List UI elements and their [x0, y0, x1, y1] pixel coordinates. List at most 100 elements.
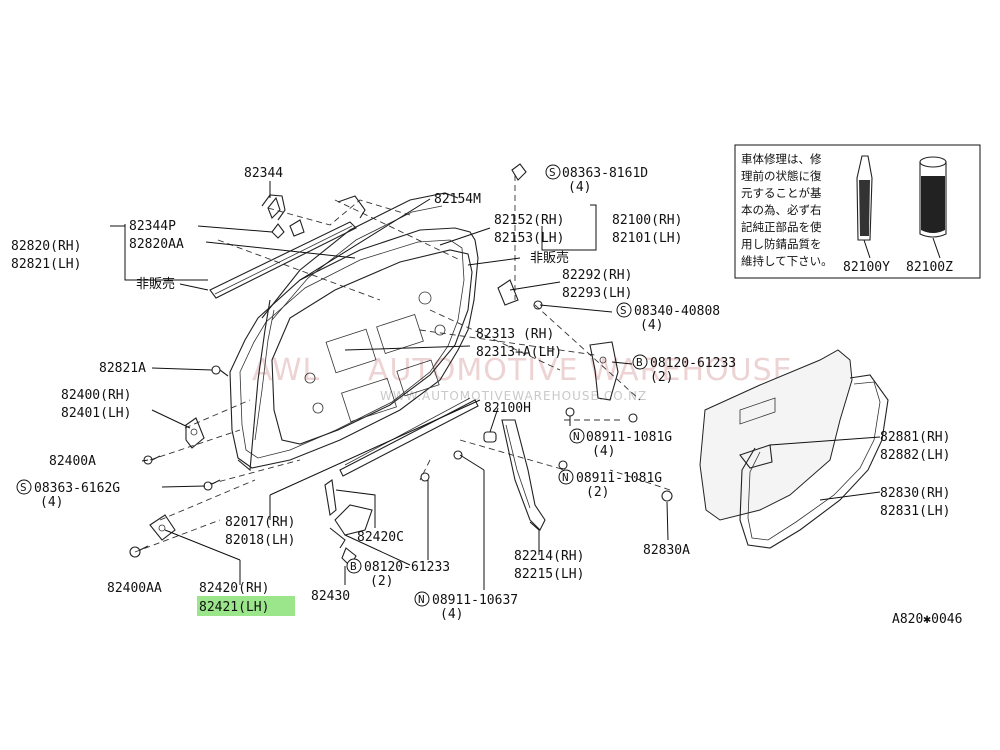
- label-82344[interactable]: 82344: [244, 166, 283, 181]
- label-82420C[interactable]: 82420C: [357, 530, 404, 545]
- qty-08120-61233-bot: (2): [370, 574, 393, 589]
- callout-letter-b: B: [636, 356, 643, 369]
- upper-moulding-parts: [209, 163, 543, 310]
- callout-letter-s: S: [20, 481, 27, 494]
- callout-08363-6162G[interactable]: S 08363-6162G (4): [16, 479, 120, 510]
- callout-circle-b: [346, 558, 362, 574]
- label-82293-lh[interactable]: 82293(LH): [562, 286, 632, 301]
- callout-letter-s: S: [620, 304, 627, 317]
- label-82100H[interactable]: 82100H: [484, 401, 531, 416]
- notice-box: 車体修理は、修 理前の状態に復 元することが基 本の為、必ず右 記純正部品を使 …: [734, 144, 981, 279]
- label-82313-rh[interactable]: 82313 (RH): [476, 327, 554, 342]
- notice-line-7: 維持して下さい。: [741, 254, 833, 268]
- bolt-08363-6162G: [203, 479, 221, 491]
- notice-line-6: 用し防錆品質を: [741, 237, 822, 251]
- qty-08911-1081G-a: (4): [592, 444, 615, 459]
- label-08120-61233-top[interactable]: 08120-61233: [650, 356, 736, 371]
- diagram-code: A820✱0046: [892, 612, 962, 627]
- callout-08363-8161D[interactable]: S 08363-8161D (4): [545, 164, 648, 195]
- product-82100Y: 82100Y: [843, 260, 890, 275]
- label-82018-lh[interactable]: 82018(LH): [225, 533, 295, 548]
- label-82344P[interactable]: 82344P: [129, 219, 176, 234]
- qty-08363-6162G: (4): [40, 495, 63, 510]
- callout-08911-10637[interactable]: N 08911-10637 (4): [414, 591, 518, 622]
- watermark-url: WWW.AUTOMOTIVEWAREHOUSE.CO.NZ: [380, 389, 647, 403]
- label-82420-rh[interactable]: 82420(RH): [199, 581, 269, 596]
- label-08911-1081G-b[interactable]: 08911-1081G: [576, 471, 662, 486]
- notice-line-4: 本の為、必ず右: [741, 203, 822, 217]
- label-08340-40808[interactable]: 08340-40808: [634, 304, 720, 319]
- bolt-82821A: [211, 365, 229, 377]
- label-08363-8161D[interactable]: 08363-8161D: [562, 166, 648, 181]
- label-82154M[interactable]: 82154M: [434, 192, 481, 207]
- callout-circle-s: [616, 302, 632, 318]
- label-08911-10637[interactable]: 08911-10637: [432, 593, 518, 608]
- callout-circle-n: [558, 469, 574, 485]
- label-82821A[interactable]: 82821A: [99, 361, 146, 376]
- label-82152-rh[interactable]: 82152(RH): [494, 213, 564, 228]
- label-82101-lh[interactable]: 82101(LH): [612, 231, 682, 246]
- callout-08911-1081G-b[interactable]: N 08911-1081G (2): [558, 469, 662, 500]
- qty-08340-40808: (4): [640, 318, 663, 333]
- label-82313A-lh[interactable]: 82313+A(LH): [476, 345, 562, 360]
- notice-line-2: 理前の状態に復: [741, 169, 822, 183]
- label-82153-lh[interactable]: 82153(LH): [494, 231, 564, 246]
- callout-circle-s: [545, 164, 561, 180]
- label-82214-rh[interactable]: 82214(RH): [514, 549, 584, 564]
- notice-line-5: 記純正部品を使: [741, 220, 822, 234]
- door-shell: [229, 192, 479, 477]
- callout-08120-61233-top[interactable]: B 08120-61233 (2): [632, 354, 736, 385]
- label-82421-lh[interactable]: 82421(LH): [199, 600, 269, 615]
- callout-letter-n: N: [573, 430, 580, 443]
- callout-08120-61233-bot[interactable]: B 08120-61233 (2): [346, 558, 450, 589]
- callout-08911-1081G-a[interactable]: N 08911-1081G (4): [569, 428, 672, 459]
- tube-icon: [856, 155, 873, 259]
- label-82400A[interactable]: 82400A: [49, 454, 96, 469]
- callout-circle-s: [16, 479, 32, 495]
- callout-letter-n: N: [562, 471, 569, 484]
- label-82830-rh[interactable]: 82830(RH): [880, 486, 950, 501]
- callout-letter-b: B: [350, 560, 357, 573]
- qty-08911-1081G-b: (2): [586, 485, 609, 500]
- callout-circle-b: [632, 354, 648, 370]
- notice-line-3: 元することが基: [741, 186, 822, 200]
- spray-can-icon: [919, 156, 947, 259]
- highlight-82421lh: [197, 596, 295, 616]
- label-82820-rh[interactable]: 82820(RH): [11, 239, 81, 254]
- part-labels[interactable]: 82344 82344P 82820(RH) 82820AA 82821(LH)…: [11, 164, 962, 627]
- callout-letter-s: S: [549, 166, 556, 179]
- label-82400-rh[interactable]: 82400(RH): [61, 388, 131, 403]
- qty-08120-61233-top: (2): [650, 370, 673, 385]
- label-82882-lh[interactable]: 82882(LH): [880, 448, 950, 463]
- label-82831-lh[interactable]: 82831(LH): [880, 504, 950, 519]
- label-82830A[interactable]: 82830A: [643, 543, 690, 558]
- qty-08911-10637: (4): [440, 607, 463, 622]
- callout-letter-n: N: [418, 593, 425, 606]
- label-82401-lh[interactable]: 82401(LH): [61, 406, 131, 421]
- label-not-sold-1: 非販売: [136, 276, 175, 292]
- bolt-82400A: [143, 455, 161, 465]
- label-82820AA[interactable]: 82820AA: [129, 237, 184, 252]
- label-82430[interactable]: 82430: [311, 589, 350, 604]
- label-82292-rh[interactable]: 82292(RH): [562, 268, 632, 283]
- label-08120-61233-bot[interactable]: 08120-61233: [364, 560, 450, 575]
- label-08911-1081G-a[interactable]: 08911-1081G: [586, 430, 672, 445]
- check-link-parts: [324, 450, 463, 567]
- callout-circle-n: [414, 591, 430, 607]
- callout-08340-40808[interactable]: S 08340-40808 (4): [616, 302, 720, 333]
- product-82100Z: 82100Z: [906, 260, 953, 275]
- label-82400AA[interactable]: 82400AA: [107, 581, 162, 596]
- callout-circle-n: [569, 428, 585, 444]
- hinge-parts: [129, 365, 229, 558]
- notice-line-1: 車体修理は、修: [741, 152, 822, 166]
- qty-08363-8161D: (4): [568, 180, 591, 195]
- label-82017-rh[interactable]: 82017(RH): [225, 515, 295, 530]
- label-not-sold-2: 非販売: [530, 250, 569, 266]
- leader-lines: [110, 181, 881, 590]
- label-08363-6162G[interactable]: 08363-6162G: [34, 481, 120, 496]
- label-82100-rh[interactable]: 82100(RH): [612, 213, 682, 228]
- label-82821-lh[interactable]: 82821(LH): [11, 257, 81, 272]
- bolt-82400AA: [129, 545, 149, 558]
- label-82215-lh[interactable]: 82215(LH): [514, 567, 584, 582]
- label-82881-rh[interactable]: 82881(RH): [880, 430, 950, 445]
